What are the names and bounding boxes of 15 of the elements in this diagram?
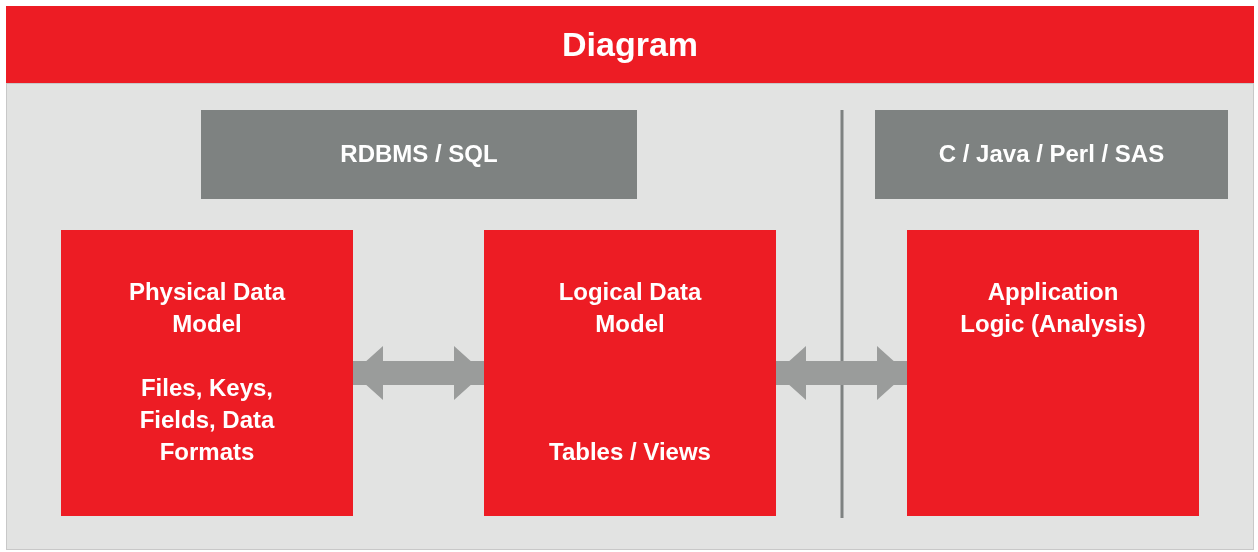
box-text: Files, Keys, Fields, Data Formats — [138, 373, 276, 467]
model-box — [484, 230, 776, 516]
box-heading: Physical Data Model — [127, 277, 287, 339]
model-box — [61, 230, 353, 516]
box-text: Tables / Views — [548, 437, 712, 467]
box-heading: Logical Data Model — [557, 277, 703, 339]
model-box — [907, 230, 1199, 516]
diagram-title: Diagram — [560, 24, 700, 65]
double-arrow — [776, 346, 907, 400]
header-box — [875, 110, 1228, 199]
box-heading: C / Java / Perl / SAS — [937, 139, 1166, 169]
header-box — [201, 110, 637, 199]
box-heading: RDBMS / SQL — [339, 139, 499, 169]
double-arrow — [353, 346, 484, 400]
box-heading: Application Logic (Analysis) — [959, 277, 1147, 339]
